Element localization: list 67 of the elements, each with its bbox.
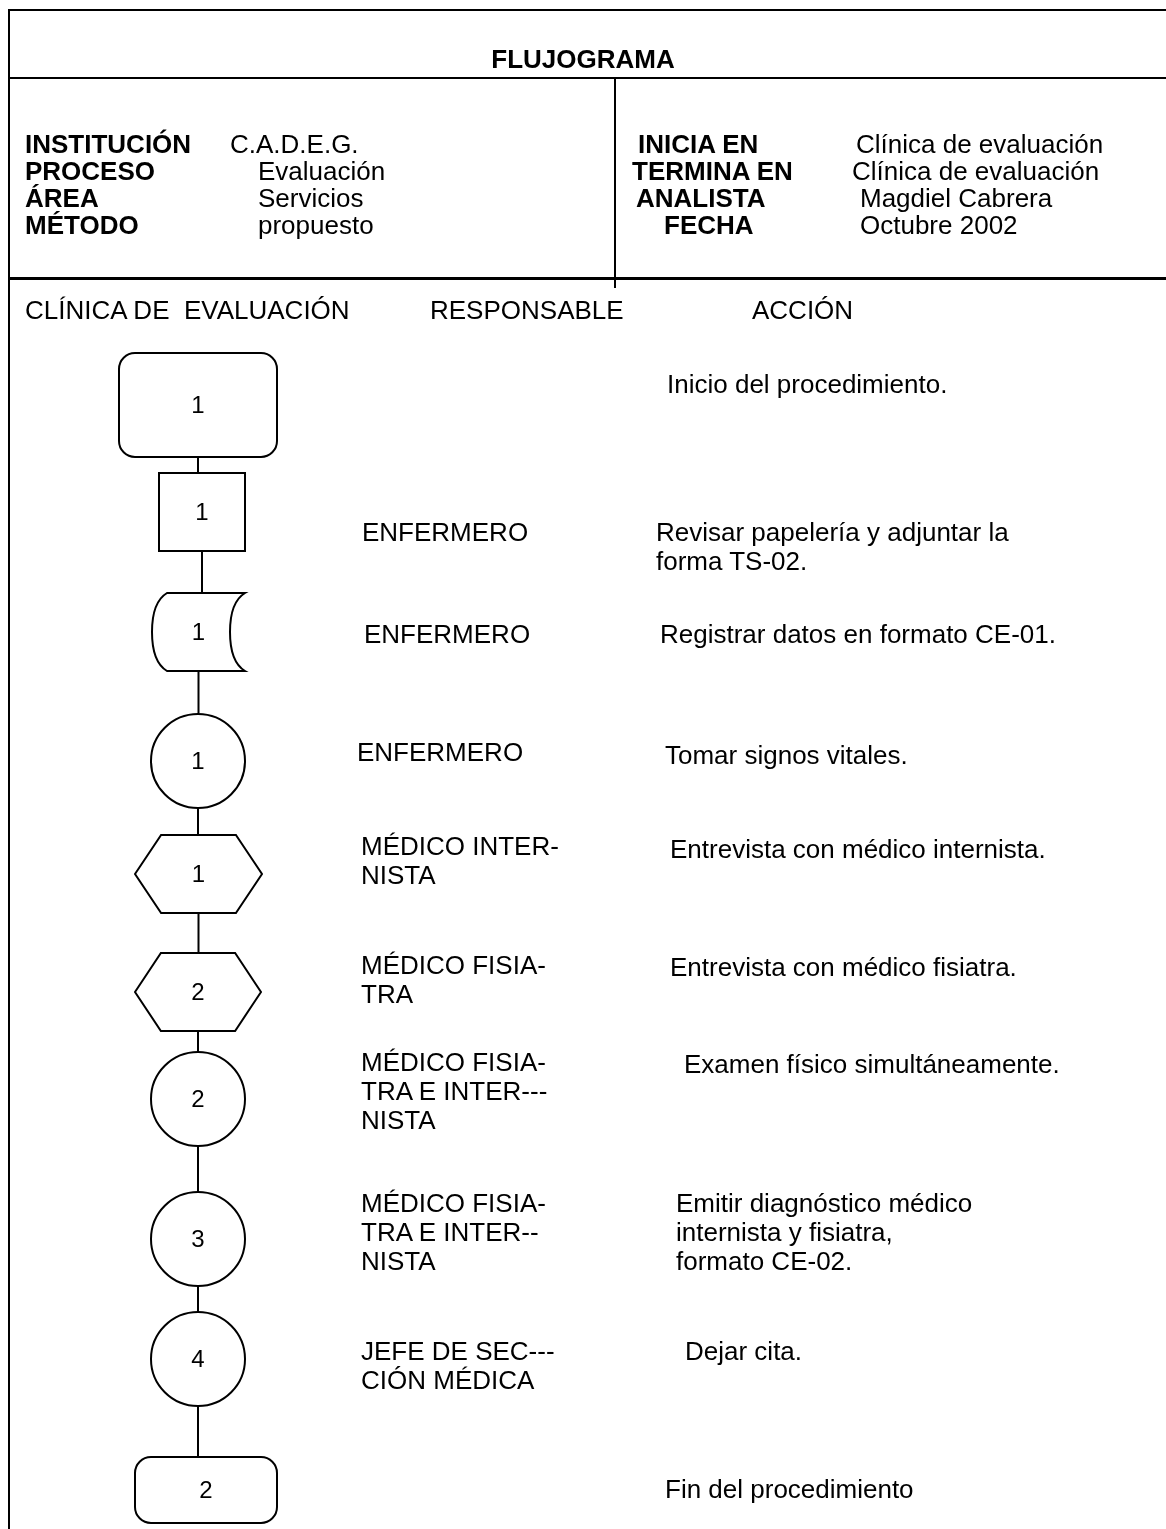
action-text: Tomar signos vitales.: [665, 741, 909, 770]
connector-line: [197, 457, 199, 473]
action-text: Examen físico simultáneamente.: [684, 1050, 1061, 1079]
terminal-box: [134, 1456, 278, 1524]
diagram-title: FLUJOGRAMA: [490, 44, 676, 74]
responsible-text: MÉDICO FISIA- TRA E INTER-- NISTA: [361, 1189, 547, 1276]
responsible-text: JEFE DE SEC--- CIÓN MÉDICA: [361, 1337, 556, 1395]
action-text: Registrar datos en formato CE-01.: [660, 620, 1057, 649]
connector-circle: [150, 1051, 246, 1147]
responsible-text: ENFERMERO: [362, 518, 530, 547]
action-text: Inicio del procedimiento.: [667, 370, 949, 399]
field-value: Clínica de evaluación: [852, 158, 1100, 185]
process-box: [158, 472, 246, 552]
column-heading: CLÍNICA DE EVALUACIÓN: [25, 297, 350, 324]
field-value: C.A.D.E.G.: [230, 131, 359, 158]
connector-circle: [150, 713, 246, 809]
step-number: 1: [195, 499, 209, 525]
connector-line: [197, 1406, 199, 1457]
action-text: Emitir diagnóstico médico internista y fisiatra, formato CE-02.: [676, 1189, 974, 1276]
column-heading: RESPONSABLE: [430, 297, 624, 324]
action-text: Fin del procedimiento: [665, 1475, 915, 1504]
connector-line: [197, 671, 200, 714]
step-number: 4: [191, 1346, 205, 1372]
field-label: PROCESO: [25, 158, 156, 185]
field-label: INSTITUCIÓN: [25, 131, 192, 158]
step-number: 3: [191, 1226, 205, 1252]
field-label: ÁREA: [25, 185, 99, 212]
column-heading: ACCIÓN: [752, 297, 854, 324]
preparation-hexagon: [134, 952, 262, 1032]
field-value: Octubre 2002: [860, 212, 1018, 239]
connector-circle: [150, 1311, 246, 1407]
connector-line: [197, 808, 199, 835]
step-number: 1: [191, 619, 206, 645]
step-number: 1: [191, 748, 205, 774]
responsible-text: MÉDICO FISIA- TRA: [361, 951, 547, 1009]
connector-line: [197, 1031, 199, 1052]
field-value: propuesto: [258, 212, 374, 239]
field-label: ANALISTA: [636, 185, 766, 212]
step-number: 2: [191, 1086, 205, 1112]
responsible-text: MÉDICO FISIA- TRA E INTER--- NISTA: [361, 1048, 549, 1135]
field-value: Evaluación: [258, 158, 386, 185]
stored-data-shape: [151, 592, 246, 672]
responsible-text: MÉDICO INTER- NISTA: [361, 832, 560, 890]
preparation-hexagon: [134, 834, 263, 914]
field-value: Servicios: [258, 185, 364, 212]
step-number: 1: [191, 392, 205, 418]
step-number: 1: [191, 861, 206, 887]
responsible-text: ENFERMERO: [364, 620, 532, 649]
field-value: Clínica de evaluación: [856, 131, 1104, 158]
connector-line: [197, 913, 200, 953]
action-text: Entrevista con médico fisiatra.: [670, 953, 1018, 982]
action-text: Revisar papelería y adjuntar la forma TS-02.: [656, 518, 1010, 576]
field-value: Magdiel Cabrera: [860, 185, 1053, 212]
field-label: TERMINA EN: [632, 158, 793, 185]
action-text: Entrevista con médico internista.: [670, 835, 1047, 864]
step-number: 2: [191, 979, 205, 1005]
connector-line: [197, 1286, 199, 1312]
field-label: INICIA EN: [638, 131, 759, 158]
field-label: FECHA: [664, 212, 754, 239]
connector-circle: [150, 1191, 246, 1287]
field-label: MÉTODO: [25, 212, 139, 239]
action-text: Dejar cita.: [685, 1337, 804, 1366]
responsible-text: ENFERMERO: [357, 738, 525, 767]
terminal-box: [118, 352, 278, 458]
connector-line: [197, 1146, 199, 1192]
connector-line: [201, 551, 203, 593]
step-number: 2: [199, 1477, 213, 1503]
